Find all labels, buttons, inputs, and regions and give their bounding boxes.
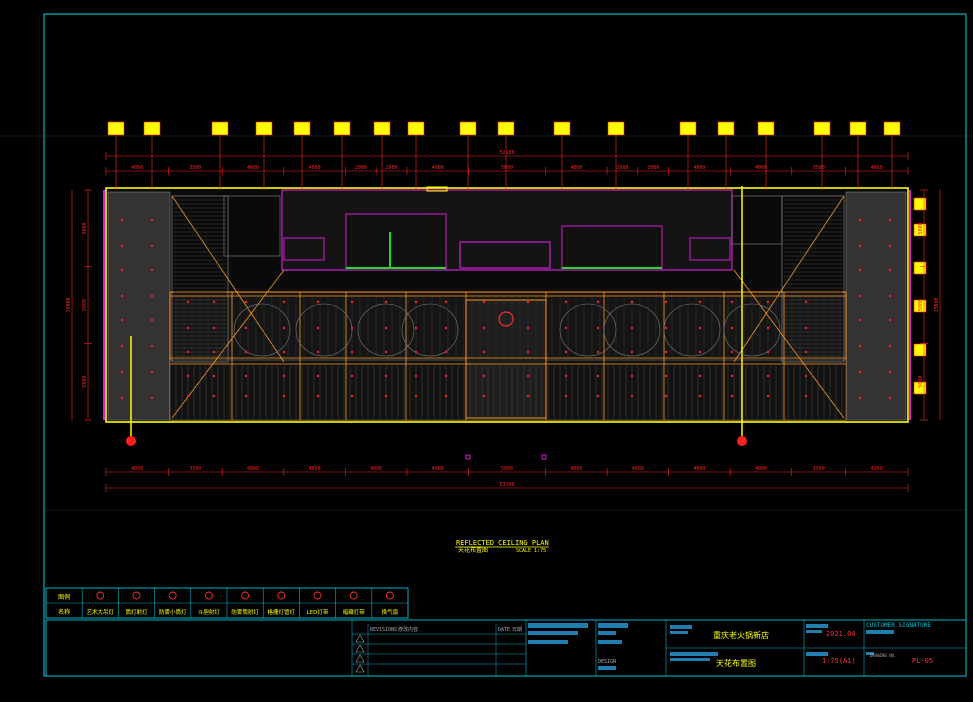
downlight-icon	[132, 591, 141, 600]
dimension-label: 4000	[247, 165, 259, 171]
section-marker-right	[737, 436, 747, 446]
drawing-no: PL-05	[912, 657, 933, 665]
drawing-title-en: REFLECTED CEILING PLAN	[456, 539, 549, 547]
fan-icon	[385, 591, 394, 600]
plan-body	[103, 186, 911, 460]
title-block: REVISIONS 修改内容 DATE 日期 DESIGN 重庆老火锅新店 天花…	[45, 619, 967, 677]
dimension-label: 4000	[432, 466, 444, 472]
spotlight-icon	[204, 591, 213, 600]
top-dimension-chain: 4050 3500 4000 4000 2000 2000 4000 5000 4000 2000…	[105, 150, 909, 175]
drawing-title-group: REFLECTED CEILING PLAN 天花布置图 SCALE 1:75	[455, 539, 549, 554]
legend-name-label: 名称	[58, 608, 70, 616]
dimension-label: 4000	[570, 165, 582, 171]
dimension-label: 4050	[871, 165, 883, 171]
drawing-no-label: DRAWING NO.	[870, 653, 897, 658]
legend-item-label: 艺术大吊灯	[87, 608, 115, 616]
dimension-label: 4000	[632, 466, 644, 472]
fog-light-icon	[241, 591, 250, 600]
side-dimension-total: 15000	[66, 297, 72, 312]
drawing-scale: SCALE 1:75	[516, 548, 546, 554]
ceiling-grid	[170, 199, 846, 420]
checked-code: DESIGN	[598, 659, 616, 665]
dimension-label: 4000	[309, 165, 321, 171]
date-value: 2021.04	[826, 630, 856, 638]
legend-item-label: 格栅灯管灯	[268, 608, 296, 616]
dimension-label: 4000	[755, 165, 767, 171]
dimension-label: 4050	[131, 165, 143, 171]
side-dimension-total: 15000	[934, 297, 940, 312]
revisions-header: REVISIONS	[370, 627, 397, 633]
small-downlight-icon	[168, 591, 177, 600]
dimension-label: 2000	[386, 165, 398, 171]
right-zone	[845, 191, 907, 421]
dimension-label: 4000	[693, 466, 705, 472]
dimension-label: 5000	[501, 165, 513, 171]
legend-item-label: LED灯带	[307, 608, 329, 616]
chandelier-icon	[96, 591, 105, 600]
dimension-label: 4050	[131, 466, 143, 472]
side-dimension-label: 5000	[82, 222, 88, 234]
dimension-total: 52100	[499, 150, 514, 156]
legend-item-label: 换气扇	[382, 608, 399, 616]
dimension-label: 4050	[871, 466, 883, 472]
dimension-label: 3500	[813, 165, 825, 171]
project-name: 重庆老火锅新店	[713, 630, 769, 640]
dimension-label: 5000	[501, 466, 513, 472]
section-marker-left	[126, 436, 136, 446]
bottom-dimension-chain: 4050 3500 4000 4000 4000 4000 5000 4000 4000 4000…	[105, 466, 909, 492]
dimension-label: 3500	[189, 165, 201, 171]
side-dimension-label: 5000	[918, 222, 924, 234]
side-dimension-chains: 5000 5000 5000 15000 5000 5000 5000 15000	[66, 189, 941, 421]
side-dimension-label: 5000	[82, 299, 88, 311]
side-dimension-label: 5000	[918, 376, 924, 388]
axis-tags	[107, 121, 927, 395]
legend-item-label: 筒灯射灯	[125, 608, 148, 616]
scale-value: 1:75(A1)	[822, 657, 856, 665]
legend-item-label: 斗胆射灯	[198, 608, 221, 616]
dimension-label: 2000	[616, 165, 628, 171]
drawing-title-cn: 天花布置图	[458, 546, 488, 554]
side-dimension-label: 5000	[918, 299, 924, 311]
customer-label: CUSTOMER SIGNATURE	[866, 622, 931, 629]
dimension-label: 4000	[432, 165, 444, 171]
dimension-label: 4000	[247, 466, 259, 472]
central-chandelier	[498, 311, 514, 327]
revisions-cn: 修改内容	[398, 626, 418, 633]
legend-header: 图例	[58, 593, 70, 601]
dimension-total: 53100	[499, 482, 514, 488]
legend-item-label: 防雾筒射灯	[231, 608, 259, 616]
led-strip-icon	[313, 591, 322, 600]
dimension-label: 3500	[813, 466, 825, 472]
dimension-label: 2000	[647, 165, 659, 171]
dimension-label: 4000	[755, 466, 767, 472]
dimension-label: 3500	[189, 466, 201, 472]
dimension-label: 2000	[355, 165, 367, 171]
dimension-label: 4000	[693, 165, 705, 171]
date-cn: 日期	[512, 627, 522, 633]
dimension-label: 4000	[570, 466, 582, 472]
dimension-label: 4000	[370, 466, 382, 472]
left-zone	[107, 191, 171, 421]
grille-light-icon	[277, 591, 286, 600]
side-dimension-label: 5000	[82, 376, 88, 388]
dimension-label: 4000	[309, 466, 321, 472]
legend-item-label: 防雾小筒灯	[159, 608, 187, 616]
date-header: DATE	[498, 627, 510, 633]
hidden-strip-icon	[349, 591, 358, 600]
legend-item-label: 暗藏灯带	[343, 608, 366, 616]
drawing-name: 天花布置图	[716, 658, 756, 668]
light-fixtures	[120, 218, 892, 400]
